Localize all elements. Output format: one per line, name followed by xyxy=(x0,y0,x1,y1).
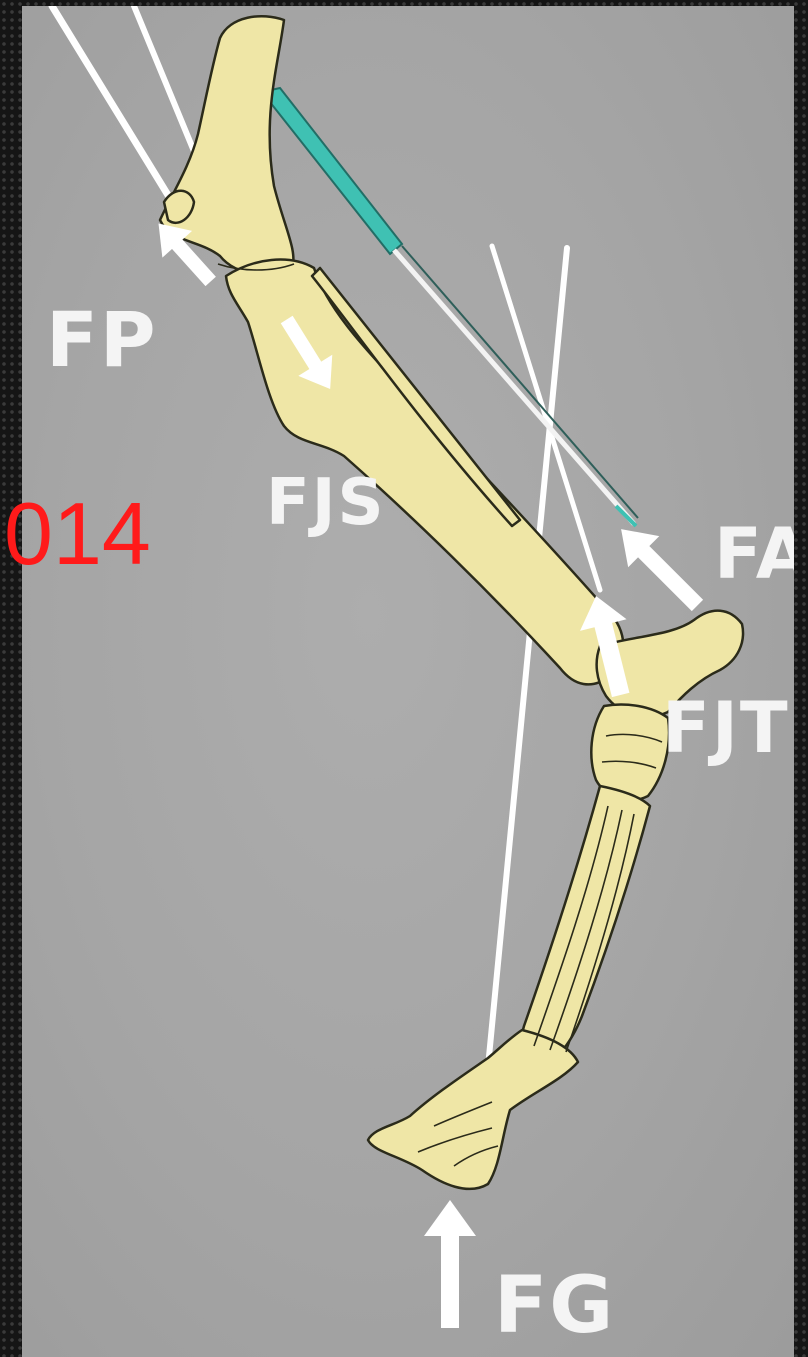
force-label-fjs: FJS xyxy=(266,466,386,540)
force-label-fg: FG xyxy=(494,1261,615,1351)
fa-arrow xyxy=(606,514,713,621)
tendon-tip xyxy=(616,506,636,526)
force-label-fa: FA xyxy=(714,513,794,595)
limb-skeleton xyxy=(160,16,743,1189)
force-label-fjt: FJT xyxy=(662,687,790,769)
hindlimb-force-diagram: FP FJS FA FJT FG xyxy=(22,6,794,1357)
diagram-panel: FP FJS FA FJT FG xyxy=(22,6,794,1357)
fg-arrow xyxy=(424,1200,476,1328)
slide-number: 014 xyxy=(4,490,151,578)
force-label-fp: FP xyxy=(46,295,158,384)
